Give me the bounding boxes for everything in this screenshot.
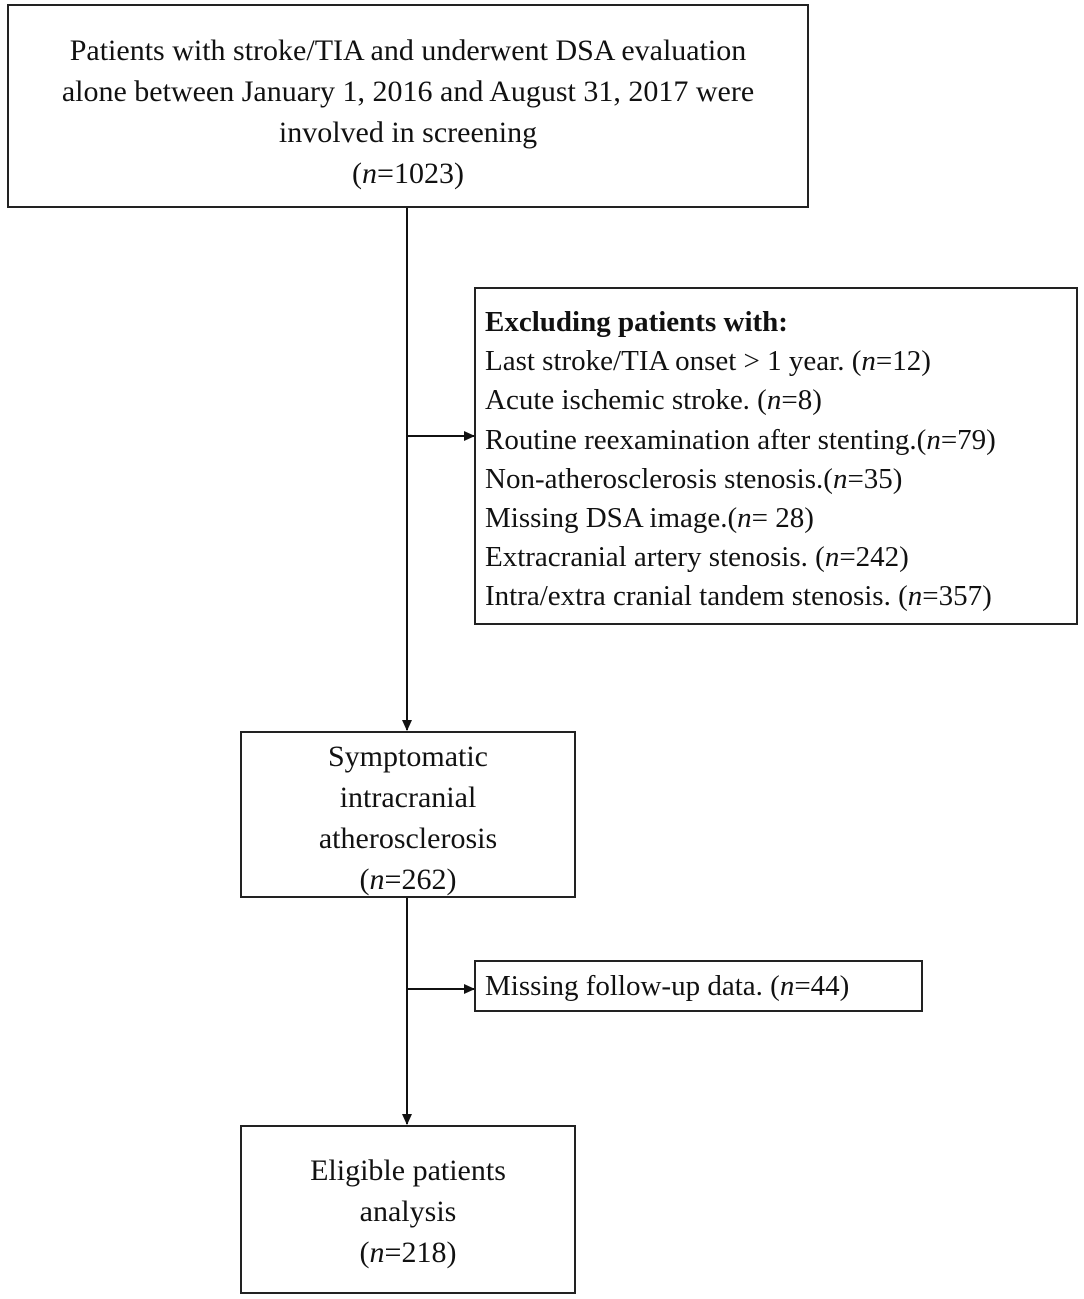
- symptomatic-line-3: atherosclerosis: [318, 822, 498, 855]
- eligible-line-2: analysis: [359, 1195, 457, 1228]
- exclusion-header: Excluding patients with:: [485, 306, 788, 338]
- screening-box: Patients with stroke/TIA and underwent D…: [7, 4, 809, 208]
- exclusion-item: Acute ischemic stroke. (n=8): [485, 384, 822, 417]
- exclusion-item: Intra/extra cranial tandem stenosis. (n=…: [485, 580, 992, 613]
- screening-line-1: Patients with stroke/TIA and underwent D…: [69, 34, 747, 67]
- screening-line-2: alone between January 1, 2016 and August…: [61, 75, 755, 108]
- exclusion-item: Last stroke/TIA onset > 1 year. (n=12): [485, 345, 931, 378]
- eligible-count: (n=218): [359, 1236, 457, 1269]
- symptomatic-count: (n=262): [359, 863, 457, 896]
- exclusion-item: Missing DSA image.(n= 28): [485, 502, 814, 535]
- symptomatic-line-1: Symptomatic: [328, 740, 488, 773]
- followup-label: Missing follow-up data. (n=44): [485, 970, 850, 1002]
- screening-count: (n=1023): [352, 157, 464, 190]
- eligible-box: Eligible patients analysis (n=218): [240, 1125, 576, 1294]
- followup-box: Missing follow-up data. (n=44): [474, 960, 923, 1012]
- exclusion-item: Routine reexamination after stenting.(n=…: [485, 423, 996, 456]
- eligible-line-1: Eligible patients: [310, 1154, 506, 1187]
- exclusion-box: Excluding patients with: Last stroke/TIA…: [474, 287, 1078, 625]
- exclusion-item: Extracranial artery stenosis. (n=242): [485, 541, 909, 574]
- exclusion-item: Non-atherosclerosis stenosis.(n=35): [485, 462, 903, 495]
- symptomatic-line-2: intracranial: [339, 781, 477, 814]
- symptomatic-box: Symptomatic intracranial atherosclerosis…: [240, 731, 576, 898]
- screening-line-3: involved in screening: [278, 116, 538, 149]
